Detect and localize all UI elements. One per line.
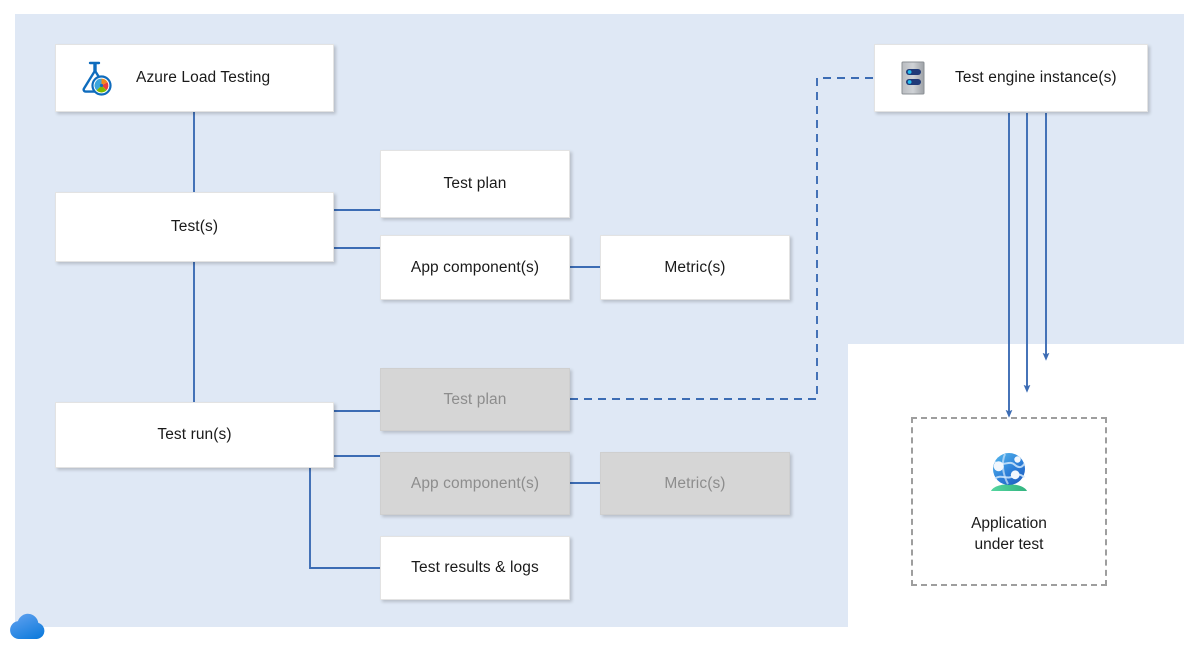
- node-tests[interactable]: Test(s): [55, 192, 334, 262]
- node-test-plan-bottom[interactable]: Test plan: [380, 368, 570, 431]
- group-application-under-test[interactable]: Application under test: [911, 417, 1107, 586]
- node-metrics-top-label: Metric(s): [664, 258, 726, 276]
- node-test-results-logs[interactable]: Test results & logs: [380, 536, 570, 600]
- node-azure-load-testing[interactable]: Azure Load Testing: [55, 44, 334, 112]
- application-environment-panel: [848, 344, 1199, 651]
- node-metrics-bottom[interactable]: Metric(s): [600, 452, 790, 515]
- node-app-components-top-label: App component(s): [410, 258, 540, 276]
- server-icon: [893, 58, 933, 98]
- node-azure-load-testing-label: Azure Load Testing: [136, 69, 271, 86]
- node-app-components-top[interactable]: App component(s): [380, 235, 570, 300]
- node-metrics-bottom-label: Metric(s): [664, 474, 726, 492]
- azure-cloud-icon: [6, 608, 52, 642]
- node-app-components-bottom[interactable]: App component(s): [380, 452, 570, 515]
- node-test-results-logs-label: Test results & logs: [411, 559, 539, 576]
- node-test-plan-top-label: Test plan: [443, 175, 507, 192]
- group-application-under-test-label: Application under test: [971, 514, 1047, 556]
- node-test-plan-top[interactable]: Test plan: [380, 150, 570, 218]
- node-test-runs-label: Test run(s): [157, 426, 232, 443]
- node-test-engine-instances-label: Test engine instance(s): [955, 69, 1117, 86]
- node-test-runs[interactable]: Test run(s): [55, 402, 334, 468]
- aut-label-line-2: under test: [974, 536, 1044, 553]
- globe-network-icon: [981, 447, 1037, 504]
- node-metrics-top[interactable]: Metric(s): [600, 235, 790, 300]
- node-test-plan-bottom-label: Test plan: [443, 390, 507, 408]
- node-test-engine-instances[interactable]: Test engine instance(s): [874, 44, 1148, 112]
- aut-label-line-1: Application: [971, 515, 1047, 533]
- node-tests-label: Test(s): [170, 218, 219, 235]
- flask-gauge-icon: [74, 58, 114, 98]
- node-app-components-bottom-label: App component(s): [410, 474, 540, 492]
